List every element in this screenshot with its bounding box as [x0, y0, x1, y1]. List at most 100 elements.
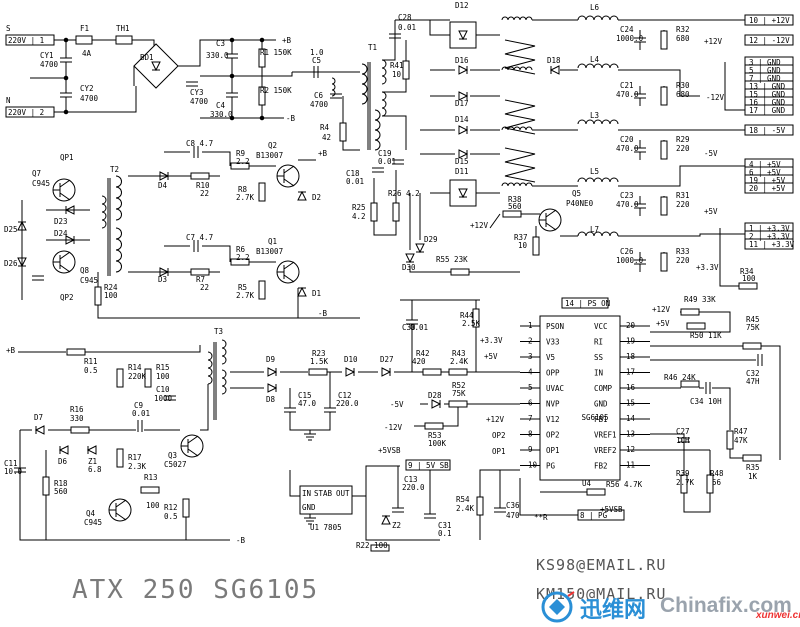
label-d25: D25 — [4, 225, 18, 234]
wire — [712, 387, 731, 430]
connector-pin — [744, 104, 794, 116]
label-r25: R25 — [352, 203, 366, 212]
wire — [200, 72, 293, 77]
label-r8: R8 — [238, 185, 248, 194]
label-pl_uvac: UVAC — [546, 384, 564, 393]
inductor — [501, 66, 533, 71]
label-r47: R47 — [734, 427, 748, 436]
capacitor — [678, 437, 690, 443]
wire — [761, 345, 781, 460]
resistor — [42, 476, 50, 496]
label-r30v: 680 — [676, 90, 690, 99]
label-pn2: 2 — [528, 337, 533, 346]
wire — [618, 69, 700, 97]
label-r33: R33 — [676, 247, 690, 256]
label-pl_opp: OPP — [546, 369, 560, 378]
capacitor — [313, 66, 319, 78]
label-r38v: 560 — [508, 202, 522, 211]
label-c24v: 1000.0 — [616, 34, 644, 43]
label-r31: R31 — [676, 191, 690, 200]
capacitor — [324, 407, 336, 413]
wire — [54, 86, 137, 113]
winding — [115, 175, 122, 221]
label-c3: C3 — [216, 39, 225, 48]
label-pl_fb2: FB2 — [594, 462, 608, 471]
resistor — [66, 348, 86, 356]
wire — [54, 39, 155, 50]
label-r10v: 22 — [200, 189, 209, 198]
label-r17: R17 — [128, 453, 142, 462]
label-r35v: 1K — [748, 472, 758, 481]
resistor — [392, 202, 400, 222]
label-g7: 7 | GND — [749, 74, 781, 83]
transistor-leads — [277, 261, 295, 283]
label-r15v: 100 — [156, 372, 170, 381]
diode — [549, 65, 560, 75]
label-r37: R37 — [514, 233, 528, 242]
label-r29v: 220 — [676, 144, 690, 153]
label-r22: R22 100 — [356, 541, 388, 550]
label-in1: 220V | 1 — [8, 36, 44, 45]
label-d16: D16 — [455, 56, 469, 65]
label-r41: R41 — [390, 61, 404, 70]
label-c12: C12 — [338, 391, 352, 400]
label-s: S — [6, 24, 11, 33]
label-r14: R14 — [128, 363, 142, 372]
winding — [101, 195, 107, 229]
label-cy2v: 4700 — [80, 94, 99, 103]
label-o9: 9 | 5V SB — [408, 461, 449, 470]
capacitor — [389, 33, 401, 39]
label-d2: D2 — [312, 193, 321, 202]
label-n: N — [6, 96, 11, 105]
label-c5v: 1.0 — [310, 48, 324, 57]
label-pn6: 6 — [528, 399, 533, 408]
label-pn4: 4 — [528, 368, 533, 377]
label-pn12: 12 — [626, 445, 635, 454]
diode — [381, 514, 391, 525]
inductor — [501, 126, 533, 131]
label-pl_v12: V12 — [546, 415, 560, 424]
label-r32v: 680 — [676, 34, 690, 43]
resistor — [140, 486, 160, 494]
resistor — [706, 474, 714, 494]
label-r16: R16 — [70, 405, 84, 414]
label-r13v: 100 — [146, 501, 160, 510]
schematic-title: ATX 250 SG6105 — [72, 575, 319, 605]
connector-pin — [744, 238, 794, 250]
wire — [289, 470, 300, 497]
wire — [382, 79, 407, 93]
label-c31: C31 — [438, 521, 452, 530]
label-r5: R5 — [238, 283, 247, 292]
label-c30: C30 — [402, 323, 416, 332]
label-c12v: 220.0 — [336, 399, 359, 408]
label-c23v: 470.0 — [616, 200, 639, 209]
label-pl_v33: V33 — [546, 338, 560, 347]
label-out: OUT — [336, 489, 350, 498]
label-q8: Q8 — [80, 266, 90, 275]
connector-pin-14 — [561, 297, 609, 309]
resistor — [144, 368, 152, 388]
label-pn13: 13 — [626, 430, 635, 439]
label-d18: D18 — [547, 56, 561, 65]
label-pn9: 9 — [528, 445, 533, 454]
label-d28: D28 — [428, 391, 442, 400]
label-t3: T3 — [214, 327, 223, 336]
label-u4: U4 — [582, 479, 592, 488]
label-pb1: +B — [282, 36, 292, 45]
label-c9v: 0.01 — [132, 409, 150, 418]
wire — [650, 433, 685, 438]
label-d9: D9 — [266, 355, 275, 364]
capacitor — [634, 259, 646, 265]
resistor — [190, 268, 210, 276]
label-d15: D15 — [455, 157, 469, 166]
label-q5: Q5 — [572, 189, 581, 198]
label-c32: C32 — [746, 369, 760, 378]
diode — [431, 399, 442, 409]
label-r6v: 2.2 — [236, 253, 250, 262]
resistor — [586, 488, 606, 496]
label-r5v: 2.7K — [236, 291, 255, 300]
label-q4: Q4 — [86, 509, 96, 518]
capacitor — [193, 146, 199, 158]
resistor — [502, 210, 522, 218]
